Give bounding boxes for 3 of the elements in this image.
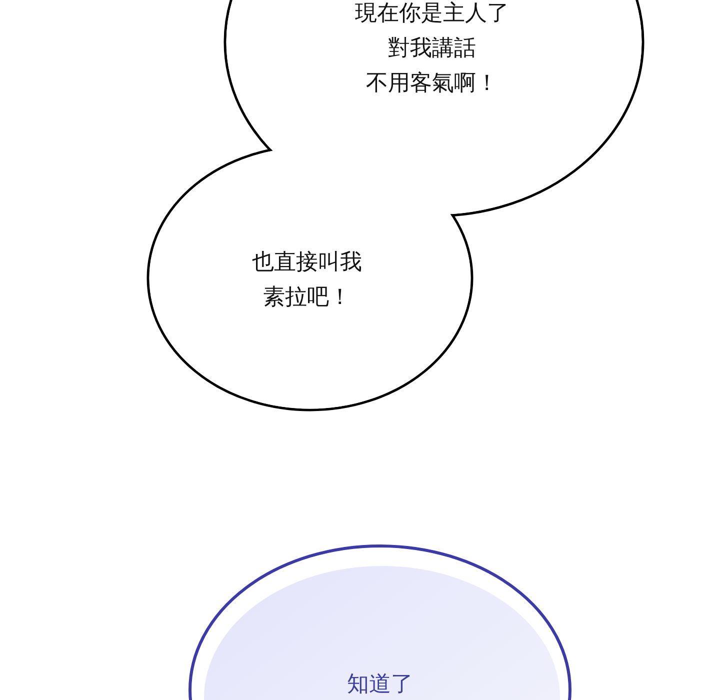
dialogue-text: 現在你是主人了對我講話不用客氣啊！ (355, 0, 509, 98)
dialogue-text: 也直接叫我素拉吧！ (252, 249, 362, 312)
dialogue-text: 知道了 (347, 671, 413, 699)
